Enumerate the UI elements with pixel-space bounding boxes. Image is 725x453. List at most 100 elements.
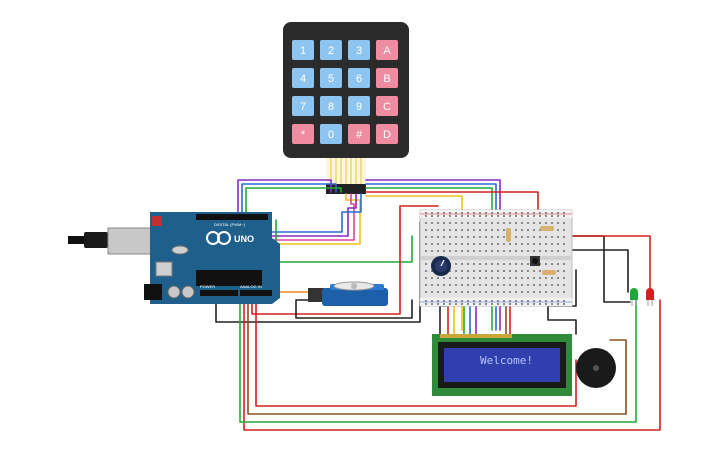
keypad-key[interactable] <box>292 124 314 144</box>
breadboard-hole[interactable] <box>491 229 493 231</box>
breadboard-hole[interactable] <box>461 303 463 305</box>
breadboard-hole[interactable] <box>449 229 451 231</box>
breadboard-hole[interactable] <box>527 212 529 214</box>
push-button[interactable] <box>530 256 540 266</box>
breadboard-hole[interactable] <box>545 284 547 286</box>
breadboard-hole[interactable] <box>491 222 493 224</box>
keypad-key[interactable] <box>292 96 314 116</box>
breadboard-hole[interactable] <box>521 250 523 252</box>
breadboard-hole[interactable] <box>533 277 535 279</box>
wire-green-loop[interactable] <box>275 235 413 263</box>
breadboard-hole[interactable] <box>503 215 505 217</box>
breadboard-hole[interactable] <box>485 270 487 272</box>
breadboard-hole[interactable] <box>485 222 487 224</box>
wire-red-5v[interactable] <box>251 205 439 315</box>
breadboard-hole[interactable] <box>527 222 529 224</box>
breadboard-hole[interactable] <box>515 291 517 293</box>
breadboard-hole[interactable] <box>467 250 469 252</box>
breadboard-hole[interactable] <box>479 291 481 293</box>
breadboard-hole[interactable] <box>455 243 457 245</box>
breadboard-hole[interactable] <box>533 212 535 214</box>
breadboard-hole[interactable] <box>437 229 439 231</box>
breadboard-hole[interactable] <box>473 215 475 217</box>
breadboard-hole[interactable] <box>443 300 445 302</box>
breadboard-hole[interactable] <box>521 284 523 286</box>
keypad-key[interactable] <box>292 68 314 88</box>
breadboard-hole[interactable] <box>461 263 463 265</box>
breadboard-hole[interactable] <box>485 212 487 214</box>
breadboard-hole[interactable] <box>539 222 541 224</box>
breadboard-hole[interactable] <box>485 284 487 286</box>
breadboard-hole[interactable] <box>557 243 559 245</box>
breadboard-hole[interactable] <box>467 212 469 214</box>
breadboard-hole[interactable] <box>527 277 529 279</box>
breadboard-hole[interactable] <box>503 212 505 214</box>
breadboard-hole[interactable] <box>425 229 427 231</box>
push-button-cap[interactable] <box>532 258 538 264</box>
breadboard-hole[interactable] <box>545 303 547 305</box>
breadboard-hole[interactable] <box>491 277 493 279</box>
breadboard-hole[interactable] <box>497 243 499 245</box>
breadboard-hole[interactable] <box>455 222 457 224</box>
breadboard-hole[interactable] <box>491 243 493 245</box>
breadboard-hole[interactable] <box>527 243 529 245</box>
breadboard-hole[interactable] <box>557 284 559 286</box>
breadboard-hole[interactable] <box>437 222 439 224</box>
breadboard-hole[interactable] <box>497 222 499 224</box>
breadboard-hole[interactable] <box>473 300 475 302</box>
servo-motor[interactable] <box>308 281 388 306</box>
breadboard-hole[interactable] <box>545 243 547 245</box>
breadboard-hole[interactable] <box>497 229 499 231</box>
breadboard-hole[interactable] <box>431 284 433 286</box>
breadboard-hole[interactable] <box>503 284 505 286</box>
breadboard-hole[interactable] <box>509 300 511 302</box>
breadboard-hole[interactable] <box>521 215 523 217</box>
breadboard-hole[interactable] <box>515 270 517 272</box>
breadboard-hole[interactable] <box>491 300 493 302</box>
breadboard-hole[interactable] <box>551 300 553 302</box>
wire-bb-black-lcd[interactable] <box>547 305 577 335</box>
breadboard-hole[interactable] <box>539 243 541 245</box>
resistor-1[interactable] <box>506 228 511 242</box>
breadboard-hole[interactable] <box>503 229 505 231</box>
breadboard-hole[interactable] <box>473 229 475 231</box>
breadboard-hole[interactable] <box>479 263 481 265</box>
breadboard-hole[interactable] <box>479 229 481 231</box>
breadboard-hole[interactable] <box>425 222 427 224</box>
breadboard-hole[interactable] <box>509 222 511 224</box>
breadboard-hole[interactable] <box>539 284 541 286</box>
breadboard-hole[interactable] <box>479 243 481 245</box>
breadboard-hole[interactable] <box>467 229 469 231</box>
breadboard-hole[interactable] <box>527 229 529 231</box>
breadboard-hole[interactable] <box>497 300 499 302</box>
breadboard-hole[interactable] <box>485 250 487 252</box>
breadboard-hole[interactable] <box>485 277 487 279</box>
wire-lcd-black[interactable] <box>439 305 447 335</box>
breadboard-hole[interactable] <box>527 270 529 272</box>
breadboard-hole[interactable] <box>425 215 427 217</box>
breadboard-hole[interactable] <box>515 250 517 252</box>
breadboard-hole[interactable] <box>461 212 463 214</box>
breadboard-hole[interactable] <box>473 284 475 286</box>
breadboard-hole[interactable] <box>443 303 445 305</box>
breadboard-hole[interactable] <box>455 291 457 293</box>
wire-bottom-brown[interactable] <box>247 297 627 415</box>
breadboard-hole[interactable] <box>491 291 493 293</box>
breadboard-hole[interactable] <box>425 212 427 214</box>
breadboard-hole[interactable] <box>515 222 517 224</box>
breadboard-hole[interactable] <box>527 215 529 217</box>
breadboard-hole[interactable] <box>437 303 439 305</box>
breadboard-hole[interactable] <box>479 222 481 224</box>
breadboard-hole[interactable] <box>521 277 523 279</box>
breadboard-hole[interactable] <box>557 270 559 272</box>
breadboard-hole[interactable] <box>515 277 517 279</box>
breadboard-hole[interactable] <box>473 222 475 224</box>
breadboard-hole[interactable] <box>521 303 523 305</box>
breadboard-hole[interactable] <box>551 236 553 238</box>
breadboard-hole[interactable] <box>563 263 565 265</box>
breadboard-hole[interactable] <box>557 291 559 293</box>
breadboard-hole[interactable] <box>563 229 565 231</box>
breadboard-hole[interactable] <box>551 243 553 245</box>
breadboard-hole[interactable] <box>467 303 469 305</box>
breadboard-hole[interactable] <box>443 215 445 217</box>
